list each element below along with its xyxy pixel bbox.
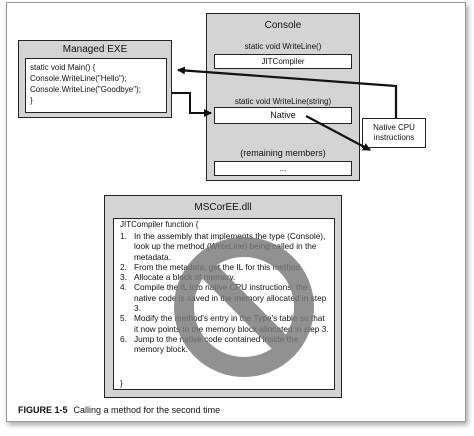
writeline-void-entry-box: JITCompiler: [214, 54, 352, 69]
managed-exe-code-box: static void Main() { Console.WriteLine("…: [25, 58, 167, 113]
code-line: static void Main() {: [30, 63, 96, 72]
figure-caption-label: FIGURE 1-5: [18, 405, 68, 415]
managed-exe-box: Managed EXE static void Main() { Console…: [18, 40, 172, 118]
writeline-void-label: static void WriteLine(): [244, 42, 322, 51]
code-line: Console.WriteLine("Goodbye");: [30, 85, 141, 94]
mscoree-title: MSCorEE.dll: [194, 202, 252, 213]
jitcompiler-function-box: JITCompiler function { 1.In the assembly…: [113, 218, 335, 390]
figure-caption: FIGURE 1-5 Calling a method for the secon…: [18, 405, 220, 415]
writeline-string-label: static void WriteLine(string): [234, 97, 332, 106]
writeline-void-entry: JITCompiler: [261, 57, 305, 66]
jit-step: 5.Modify the method's entry in the Type'…: [120, 313, 329, 334]
jit-step: 3.Allocate a block of memory.: [120, 272, 236, 283]
figure-caption-text: Calling a method for the second time: [73, 405, 221, 415]
jit-step: 6.Jump to the native code contained insi…: [120, 333, 299, 355]
remaining-members-label: (remaining members): [240, 148, 326, 158]
native-cpu-line2: instructions: [373, 133, 415, 142]
jit-step: 4.Compile the IL into native CPU instruc…: [120, 282, 327, 314]
console-title: Console: [264, 20, 302, 31]
writeline-string-entry-box: Native: [214, 107, 352, 124]
mscoree-box: MSCorEE.dll JITCompiler function { 1.In …: [104, 195, 342, 398]
jit-step: 1.In the assembly that implements the ty…: [120, 231, 326, 262]
remaining-members-entry: ...: [279, 164, 287, 173]
jitcompiler-function-header: JITCompiler function {: [120, 220, 199, 229]
managed-exe-title: Managed EXE: [62, 44, 128, 55]
console-box: Console static void WriteLine() JITCompi…: [206, 13, 360, 181]
code-line: }: [30, 96, 33, 105]
jitcompiler-steps: 1.In the assembly that implements the ty…: [120, 231, 330, 355]
remaining-members-entry-box: ...: [214, 161, 352, 176]
native-cpu-line1: Native CPU: [373, 123, 415, 132]
native-cpu-box: Native CPU instructions: [362, 118, 426, 148]
code-line: Console.WriteLine("Hello");: [30, 74, 127, 83]
writeline-string-entry: Native: [270, 110, 296, 120]
jitcompiler-function-closing: }: [120, 379, 123, 388]
jit-step: 2.From the metadata, get the IL for this…: [120, 261, 303, 272]
